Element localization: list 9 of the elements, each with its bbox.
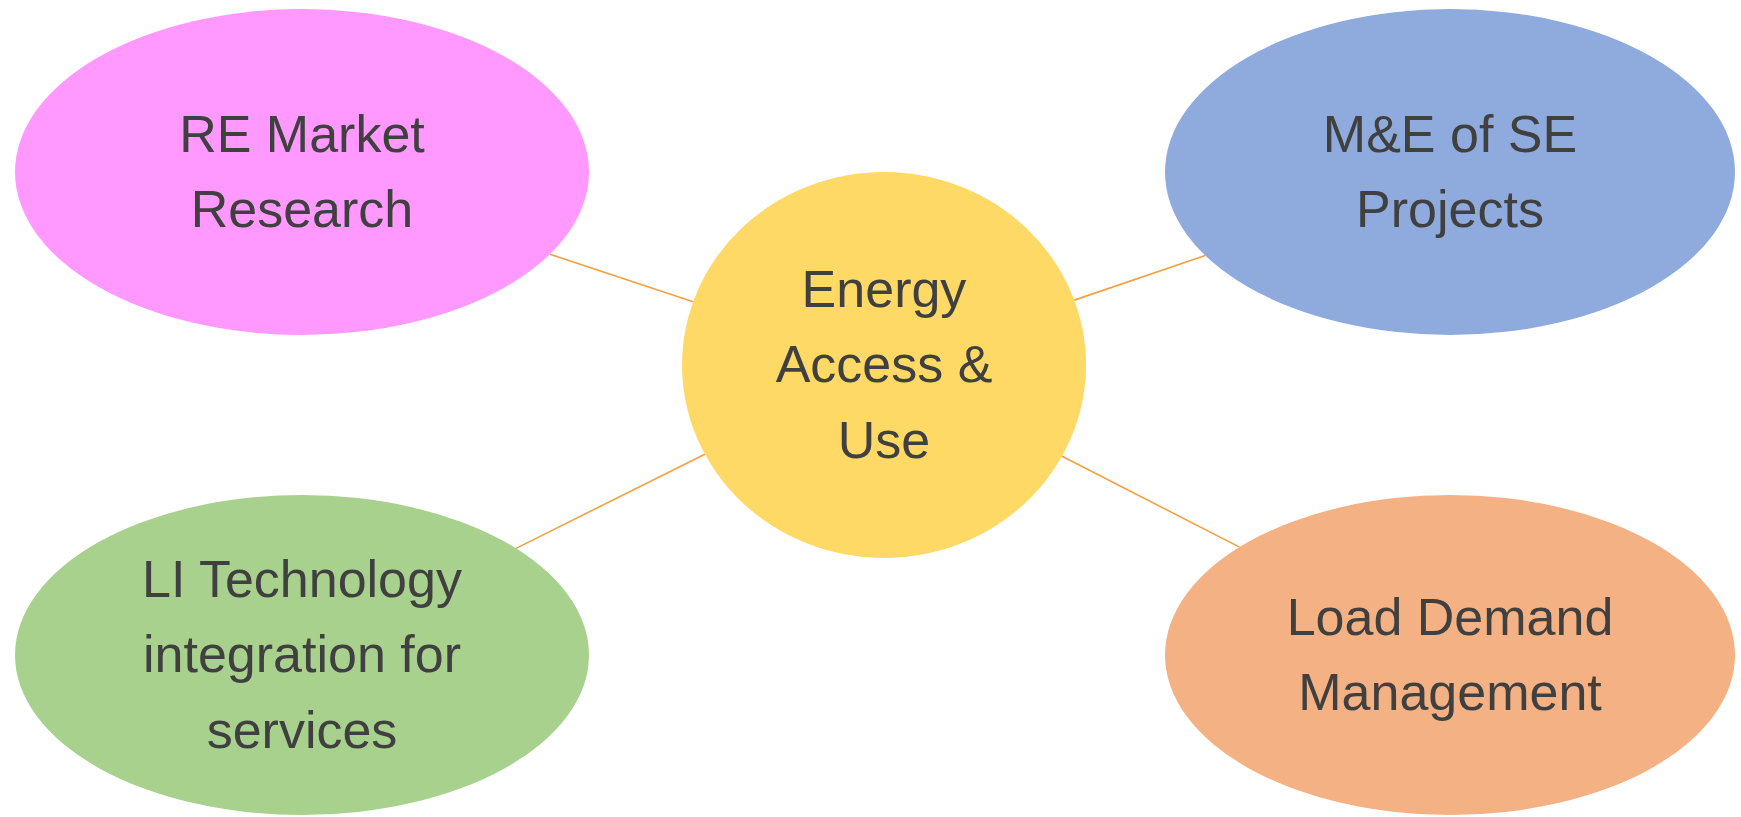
node-label: M&E of SE Projects [1321, 103, 1579, 240]
node-label: Load Demand Management [1285, 586, 1615, 723]
node-label: Energy Access & Use [774, 258, 994, 471]
connector-line [549, 253, 694, 303]
connector-line [1073, 254, 1206, 301]
node-label: RE Market Research [178, 103, 426, 240]
connector-line [515, 453, 706, 550]
connector-line [1061, 455, 1241, 548]
node-label: LI Technology integration for services [141, 548, 463, 761]
